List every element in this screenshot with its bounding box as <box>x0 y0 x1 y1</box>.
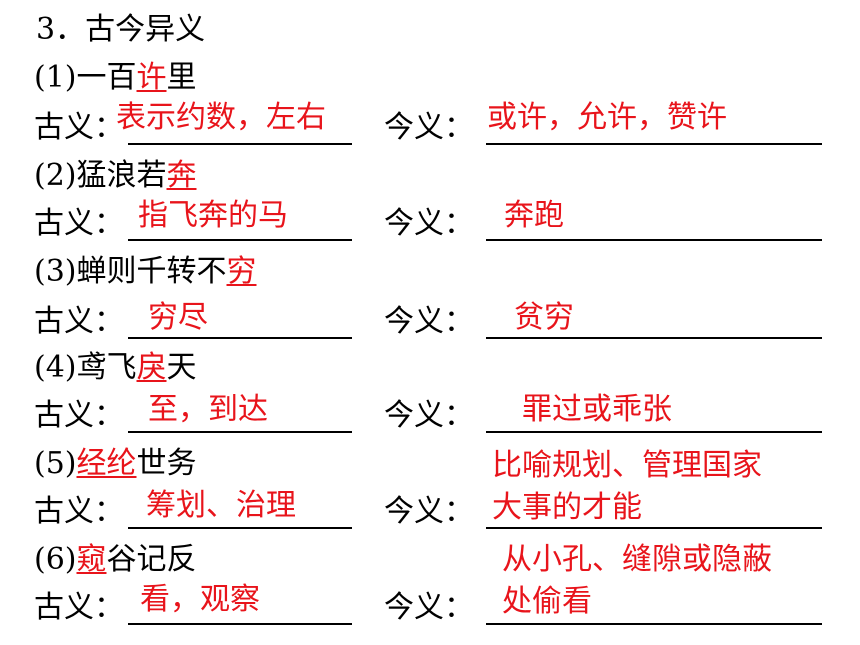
item-post: 天 <box>166 350 197 385</box>
modern-label: 今义： <box>384 398 474 433</box>
ancient-blank-line <box>128 527 352 529</box>
ancient-answer: 指飞奔的马 <box>138 198 288 233</box>
item-3-source: (3)蝉则千转不穷 <box>34 254 257 290</box>
heading: 3．古今异义 <box>36 12 206 47</box>
modern-answer-line-1: 从小孔、缝隙或隐蔽 <box>502 542 772 577</box>
item-pre: 猛浪若 <box>76 158 167 193</box>
item-key: 许 <box>136 60 167 95</box>
modern-label: 今义： <box>384 494 474 529</box>
item-num: (2) <box>34 158 77 193</box>
item-6-source: (6)窥谷记反 <box>34 542 197 578</box>
modern-label: 今义： <box>384 590 474 625</box>
modern-blank-line <box>486 431 822 433</box>
modern-answer-line-2: 大事的才能 <box>492 490 642 525</box>
item-num: (3) <box>34 254 77 289</box>
ancient-answer: 穷尽 <box>148 300 208 335</box>
item-5-source: (5)经纶世务 <box>34 446 197 482</box>
modern-answer-line-1: 比喻规划、管理国家 <box>492 448 762 483</box>
ancient-answer: 看，观察 <box>140 582 260 617</box>
ancient-label: 古义： <box>34 398 124 433</box>
item-num: (1) <box>34 60 77 95</box>
item-post: 谷记反 <box>106 542 197 577</box>
item-4-source: (4)鸢飞戾天 <box>34 350 197 386</box>
modern-label: 今义： <box>384 206 474 241</box>
ancient-label: 古义： <box>34 304 124 339</box>
modern-answer: 贫穷 <box>514 300 574 335</box>
ancient-answer: 表示约数，左右 <box>116 100 326 135</box>
ancient-answer: 至，到达 <box>148 392 268 427</box>
ancient-blank-line <box>128 239 352 241</box>
item-post: 世务 <box>136 446 197 481</box>
ancient-label: 古义： <box>34 590 124 625</box>
ancient-label: 古义： <box>34 110 124 145</box>
ancient-blank-line <box>128 431 352 433</box>
item-key: 戾 <box>136 350 167 385</box>
item-pre: 一百 <box>76 60 137 95</box>
item-key: 窥 <box>76 542 107 577</box>
modern-label: 今义： <box>384 304 474 339</box>
item-post: 里 <box>166 60 197 95</box>
ancient-label: 古义： <box>34 494 124 529</box>
item-key: 奔 <box>166 158 197 193</box>
ancient-answer: 筹划、治理 <box>146 488 296 523</box>
item-pre: 鸢飞 <box>76 350 137 385</box>
modern-blank-line <box>486 143 822 145</box>
item-num: (5) <box>34 446 77 481</box>
item-2-source: (2)猛浪若奔 <box>34 158 197 194</box>
modern-label: 今义： <box>384 110 474 145</box>
ancient-blank-line <box>128 143 352 145</box>
item-num: (6) <box>34 542 77 577</box>
modern-answer-line-2: 处偷看 <box>502 584 592 619</box>
modern-blank-line <box>486 239 822 241</box>
modern-answer: 罪过或乖张 <box>522 392 672 427</box>
item-key: 穷 <box>226 254 257 289</box>
modern-answer: 奔跑 <box>504 198 564 233</box>
modern-blank-line <box>486 527 822 529</box>
item-pre: 蝉则千转不 <box>76 254 227 289</box>
item-1-source: (1)一百许里 <box>34 60 197 96</box>
ancient-blank-line <box>128 337 352 339</box>
modern-blank-line <box>486 623 822 625</box>
modern-answer: 或许，允许，赞许 <box>487 100 727 135</box>
modern-blank-line <box>486 337 822 339</box>
item-num: (4) <box>34 350 77 385</box>
ancient-label: 古义： <box>34 206 124 241</box>
item-key: 经纶 <box>76 446 137 481</box>
ancient-blank-line <box>128 623 352 625</box>
